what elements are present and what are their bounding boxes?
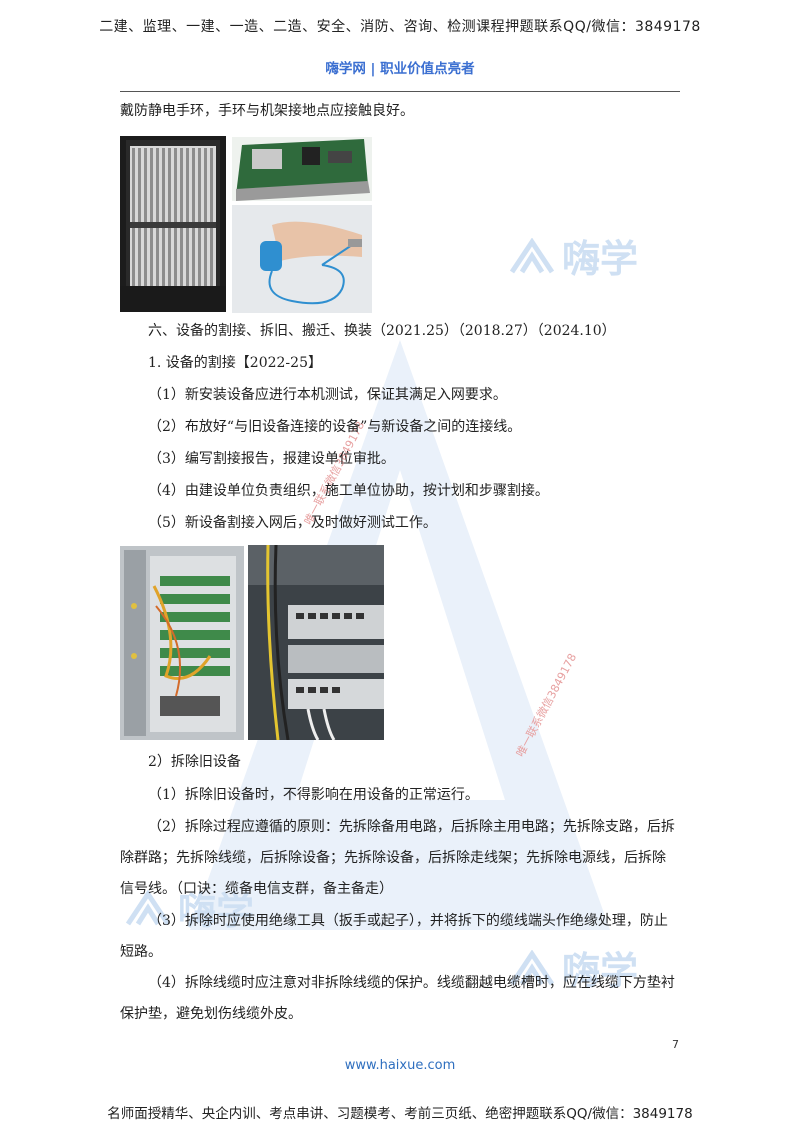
list-item: （3）编写割接报告，报建设单位审批。 xyxy=(148,451,395,467)
list-item-continued: 除群路；先拆除线缆，后拆除设备；先拆除设备，后拆除走线架；先拆除电源线，后拆除 xyxy=(120,850,666,866)
network-switch-photo xyxy=(248,545,384,740)
header-promo-line: 二建、监理、一建、一造、二造、安全、消防、咨询、检测课程押题联系QQ/微信：38… xyxy=(99,19,701,35)
section-six-heading: 六、设备的割接、拆旧、搬迁、换装（2021.25）（2018.27）（2024.… xyxy=(148,323,616,339)
header-divider xyxy=(120,91,680,92)
watermark-logo-3: 嗨学 xyxy=(508,940,638,995)
site-url-link[interactable]: www.haixue.com xyxy=(344,1058,456,1073)
watermark-logo-icon xyxy=(509,237,555,273)
list-item-continued: 短路。 xyxy=(120,944,162,960)
list-item-continued: 保护垫，避免划伤线缆外皮。 xyxy=(120,1006,302,1022)
distribution-cabinet-photo xyxy=(120,546,244,740)
circuit-board-photo xyxy=(232,137,372,201)
list-item: （1）新安装设备应进行本机测试，保证其满足入网要求。 xyxy=(148,387,507,403)
antistatic-wristband-photo xyxy=(232,205,372,313)
brand-line: 嗨学网 | 职业价值点亮者 xyxy=(325,61,475,77)
equipment-rack-photo xyxy=(120,136,226,312)
list-item: （5）新设备割接入网后，及时做好测试工作。 xyxy=(148,515,437,531)
list-item: （2）布放好“与旧设备连接的设备”与新设备之间的连接线。 xyxy=(148,419,522,435)
list-item: （1）拆除旧设备时，不得影响在用设备的正常运行。 xyxy=(148,787,479,803)
list-item: （2）拆除过程应遵循的原则：先拆除备用电路，后拆除主用电路；先拆除支路，后拆 xyxy=(148,819,675,835)
intro-line: 戴防静电手环，手环与机架接地点应接触良好。 xyxy=(120,103,414,119)
list-item: （4）由建设单位负责组织，施工单位协助，按计划和步骤割接。 xyxy=(148,483,549,499)
subsection-2-title: 2）拆除旧设备 xyxy=(148,754,241,770)
list-item: （4）拆除线缆时应注意对非拆除线缆的保护。线缆翻越电缆槽时，应在线缆下方垫衬 xyxy=(148,975,675,991)
page-number: 7 xyxy=(672,1038,679,1051)
footer-promo-line: 名师面授精华、央企内训、考点串讲、习题模考、考前三页纸、绝密押题联系QQ/微信：… xyxy=(107,1106,693,1122)
list-item-continued: 信号线。（口诀：缆备电信支群，备主备走） xyxy=(120,881,393,897)
list-item: （3）拆除时应使用绝缘工具（扳手或起子），并将拆下的缆线端头作绝缘处理，防止 xyxy=(148,913,668,929)
watermark-logo-icon xyxy=(125,889,171,925)
watermark-logo-2: 嗨学 xyxy=(124,880,254,935)
watermark-logo-icon xyxy=(509,949,555,985)
watermark-triangle xyxy=(190,340,610,930)
subsection-1-title: 1. 设备的割接【2022-25】 xyxy=(148,355,322,371)
watermark-logo-1: 嗨学 xyxy=(508,228,638,283)
